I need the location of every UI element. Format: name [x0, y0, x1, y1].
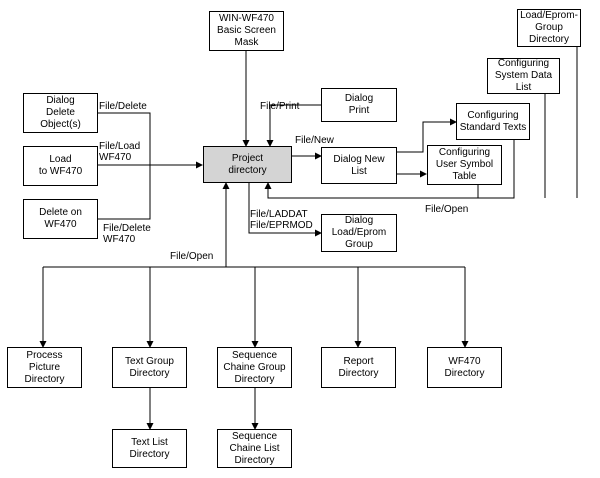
load-to-wf470-node: Load to WF470 [23, 146, 98, 186]
process-picture-directory-node: Process Picture Directory [7, 347, 82, 388]
sequence-chaine-list-directory-node: Sequence Chaine List Directory [217, 429, 292, 468]
wf470-directory-node: WF470 Directory [427, 347, 502, 388]
text-group-directory-node: Text Group Directory [112, 347, 187, 388]
wf470-basic-screen-mask-node: WIN-WF470 Basic Screen Mask [209, 11, 284, 51]
configuring-standard-texts-node: Configuring Standard Texts [456, 103, 530, 140]
file-load-wf470-label: File/Load WF470 [99, 141, 141, 163]
file-delete-label: File/Delete [99, 101, 147, 112]
file-new-label: File/New [295, 135, 334, 146]
configuring-user-symbol-table-node: Configuring User Symbol Table [427, 145, 502, 185]
load-eprom-group-directory-node: Load/Eprom- Group Directory [517, 9, 581, 47]
report-directory-node: Report Directory [321, 347, 396, 388]
file-open-top-label: File/Open [425, 204, 469, 215]
delete-on-wf470-node: Delete on WF470 [23, 199, 98, 239]
text-list-directory-node: Text List Directory [112, 429, 187, 468]
file-print-label: File/Print [260, 101, 300, 112]
dialog-load-eprom-group-node: Dialog Load/Eprom Group [321, 214, 397, 252]
file-laddat-eprmod-label: File/LADDAT File/EPRMOD [250, 209, 313, 231]
dialog-delete-objects-node: Dialog Delete Object(s) [23, 93, 98, 133]
dialog-new-list-node: Dialog New List [321, 147, 397, 184]
file-open-bottom-label: File/Open [170, 251, 214, 262]
dialog-print-node: Dialog Print [321, 88, 397, 122]
file-delete-wf470-label: File/Delete WF470 [103, 223, 151, 245]
project-directory-node: Project directory [203, 146, 292, 183]
sequence-chaine-group-directory-node: Sequence Chaine Group Directory [217, 347, 292, 388]
configuring-system-data-list-node: Configuring System Data List [487, 58, 560, 94]
